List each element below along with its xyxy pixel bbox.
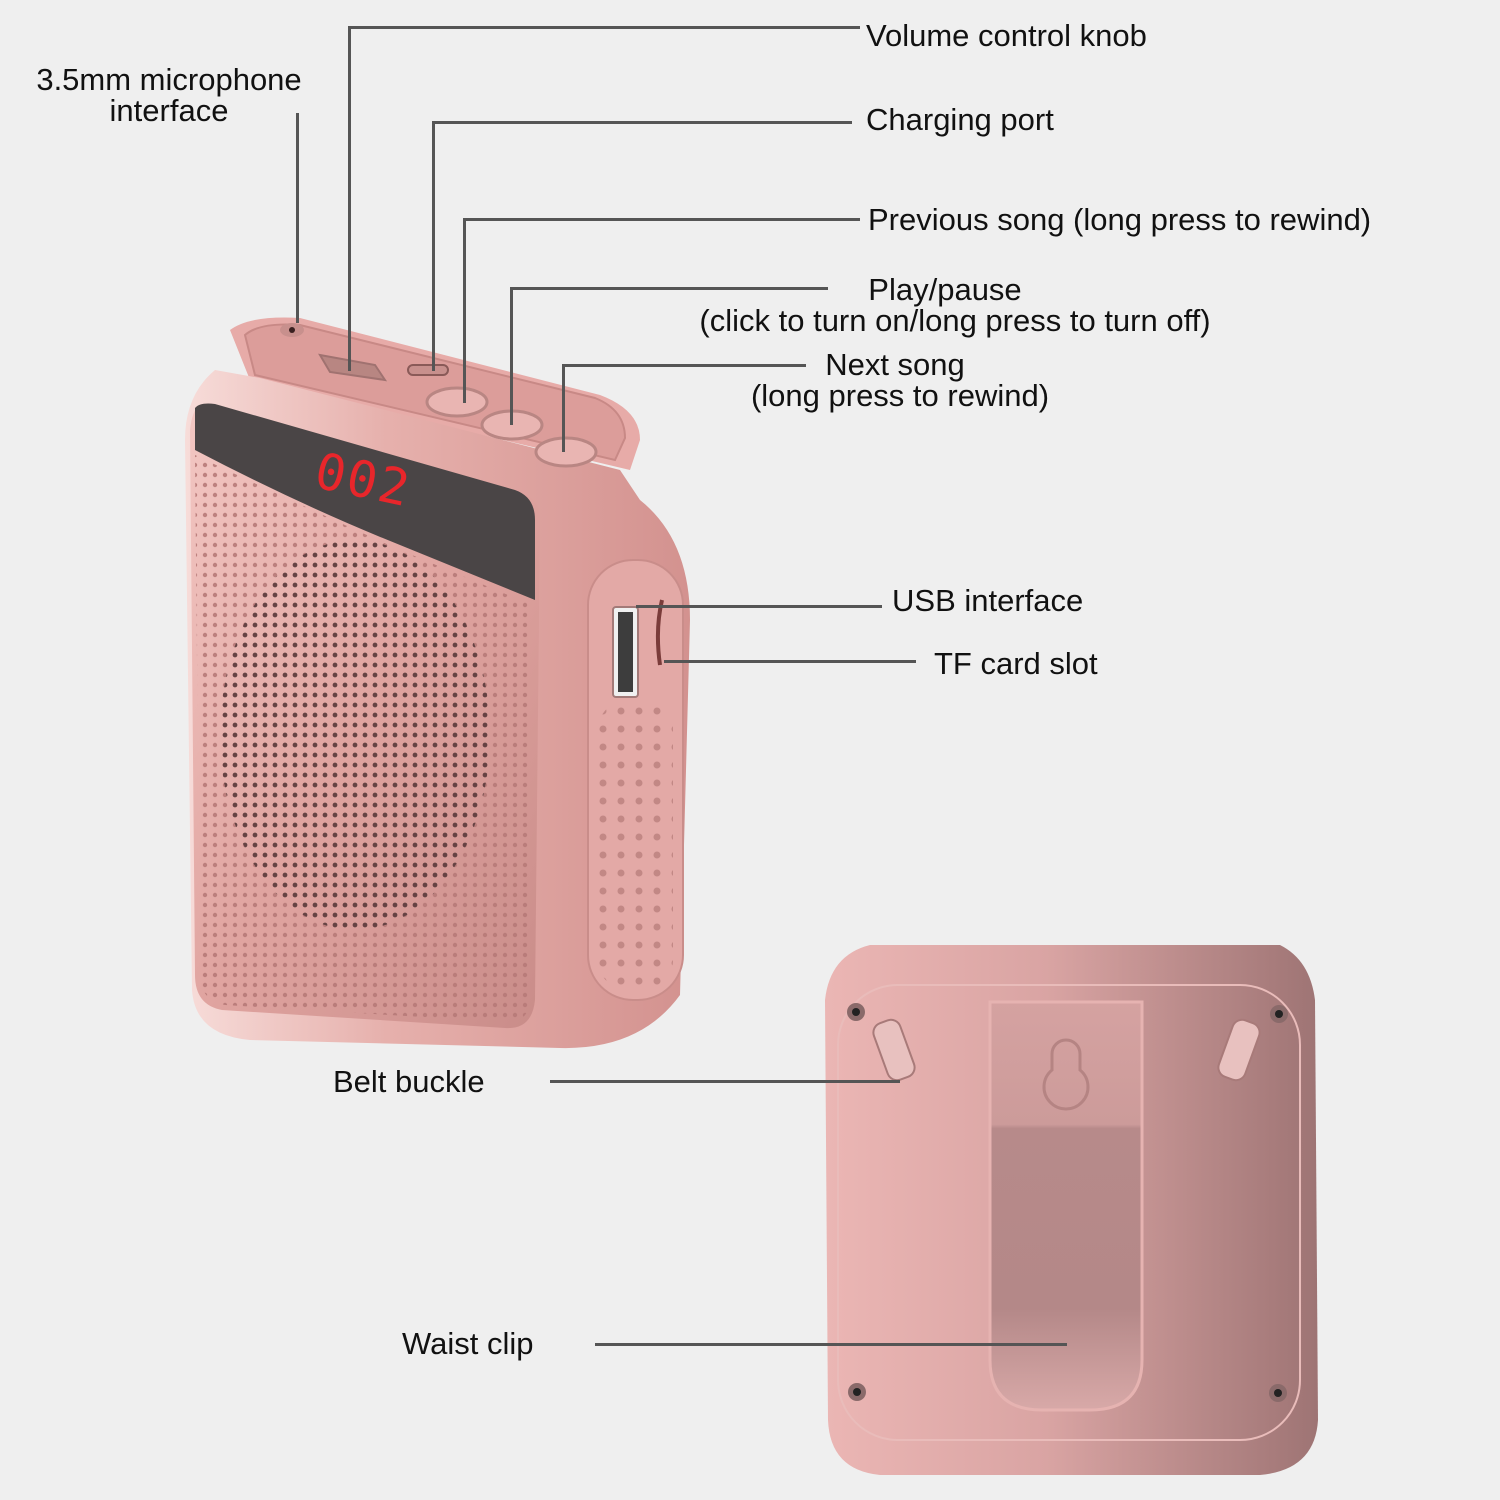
label-mic-interface: 3.5mm microphone interface xyxy=(10,64,328,126)
label-next-line2: (long press to rewind) xyxy=(750,378,1050,413)
label-play-pause: Play/pause (click to turn on/long press … xyxy=(645,274,1265,336)
speaker-back-view xyxy=(825,945,1318,1475)
label-play-line1: Play/pause xyxy=(868,272,1022,307)
label-waist-clip: Waist clip xyxy=(402,1326,534,1361)
label-usb-interface: USB interface xyxy=(892,583,1084,618)
label-belt-buckle: Belt buckle xyxy=(333,1064,485,1099)
label-play-line2: (click to turn on/long press to turn off… xyxy=(699,303,1211,338)
label-volume-knob: Volume control knob xyxy=(866,18,1147,53)
label-mic-line1: 3.5mm microphone xyxy=(36,62,302,97)
label-mic-line2: interface xyxy=(109,93,229,128)
label-next-song: Next song (long press to rewind) xyxy=(720,349,1080,411)
label-tf-card-slot: TF card slot xyxy=(934,646,1098,681)
label-charging-port: Charging port xyxy=(866,102,1054,137)
label-previous-song: Previous song (long press to rewind) xyxy=(868,202,1372,237)
speaker-front-view xyxy=(185,317,690,1049)
label-next-line1: Next song xyxy=(825,347,965,382)
